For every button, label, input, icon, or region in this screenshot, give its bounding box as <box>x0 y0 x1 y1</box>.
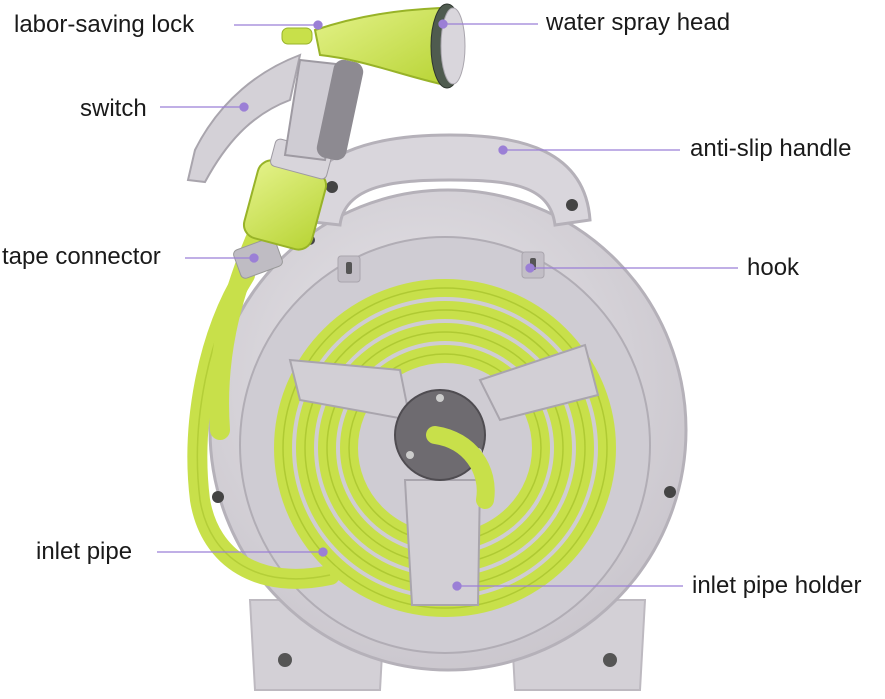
label-hook: hook <box>747 254 800 281</box>
label-tape-connector: tape connector <box>2 243 161 270</box>
label-inlet-pipe-holder: inlet pipe holder <box>692 572 862 599</box>
reel-hub <box>288 343 600 606</box>
switch-trigger <box>186 53 302 184</box>
label-labor-saving-lock: labor-saving lock <box>14 11 195 38</box>
spray-gun <box>186 3 466 184</box>
label-anti-slip-handle: anti-slip handle <box>690 135 852 162</box>
anti-slip-handle <box>293 133 592 227</box>
leader-lines <box>157 19 738 591</box>
label-switch: switch <box>80 95 147 122</box>
label-inlet-pipe: inlet pipe <box>36 538 133 565</box>
label-water-spray-head: water spray head <box>546 9 731 36</box>
inlet-pipe-holder <box>403 479 482 606</box>
labor-saving-lock-button <box>281 27 313 45</box>
